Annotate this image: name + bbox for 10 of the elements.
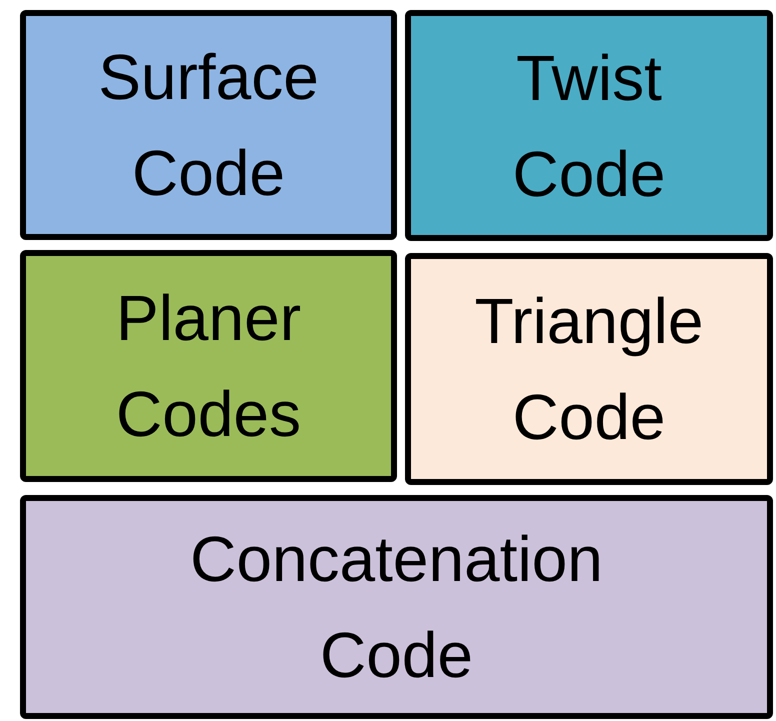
code-box	[20, 10, 397, 240]
box-label: Triangle Code	[474, 284, 704, 455]
code-box	[405, 10, 773, 241]
box-label: Twist Code	[512, 40, 666, 212]
box-label: Surface Code	[97, 40, 320, 211]
code-box	[405, 253, 773, 485]
code-box	[20, 250, 397, 482]
box-label: Planer Codes	[115, 281, 302, 452]
box-label: Concatenation Code	[189, 522, 604, 693]
code-box	[20, 495, 773, 719]
